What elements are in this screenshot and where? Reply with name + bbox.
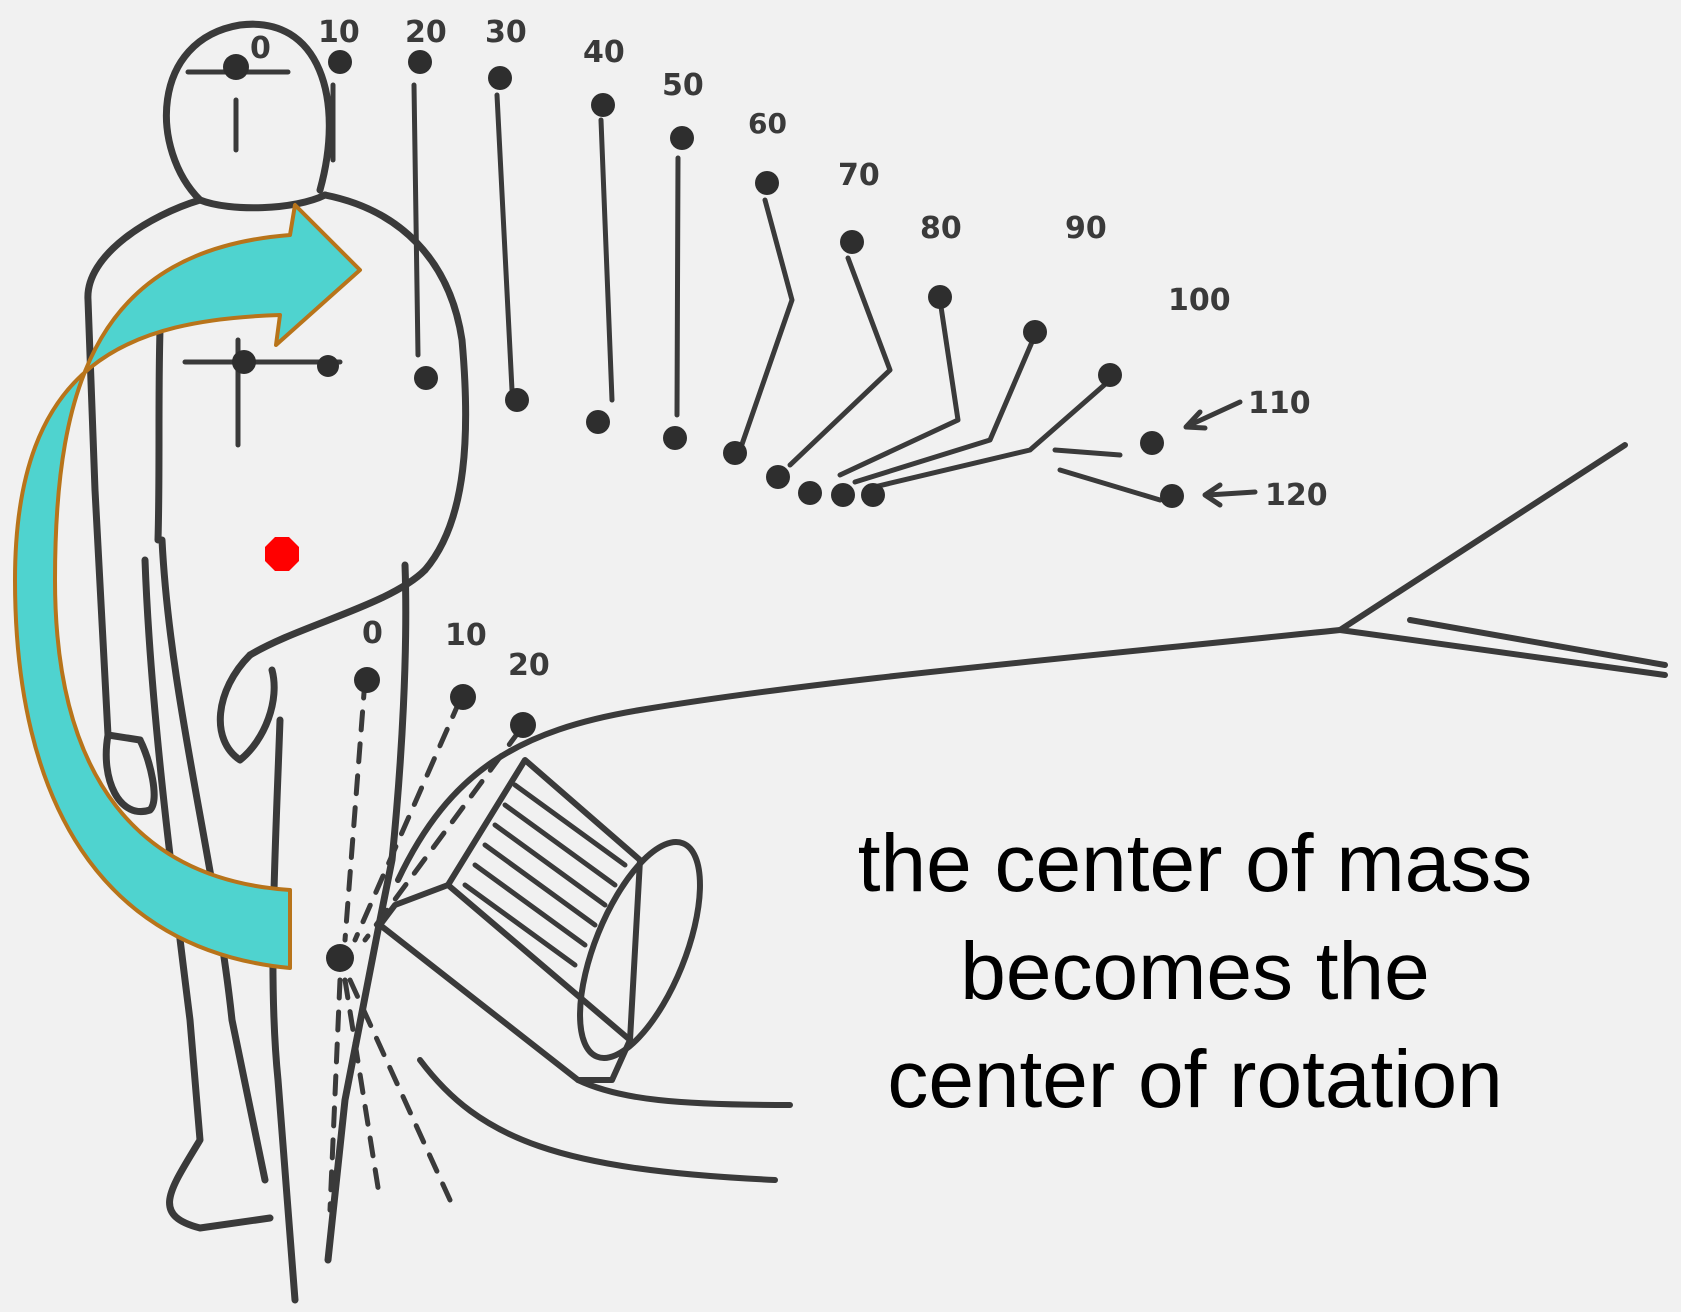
upper-body-trajectory: 0 10 20 30 40 50 60 70 80 90 100 110 120	[223, 15, 1328, 513]
upper-dot-0	[223, 54, 249, 80]
upper-dot-90	[1023, 320, 1047, 344]
upper-dot-120	[1160, 484, 1184, 508]
lower-dot-10	[450, 684, 476, 710]
upper-dot-80	[928, 285, 952, 309]
mid-dot-20	[414, 366, 438, 390]
caption-line-1: the center of mass	[730, 810, 1660, 918]
mid-dot-90	[831, 483, 855, 507]
pedestrian-neck	[200, 195, 325, 208]
upper-dot-30	[488, 66, 512, 90]
rotation-arrow	[15, 205, 360, 968]
upper-dot-60	[755, 171, 779, 195]
vehicle-windshield-line	[1340, 445, 1625, 630]
lower-label-0: 0	[362, 616, 383, 651]
lower-dot-20	[510, 712, 536, 738]
mid-dot-10	[317, 355, 339, 377]
upper-label-70: 70	[838, 158, 880, 193]
upper-dot-20	[408, 50, 432, 74]
lower-track-labels: 0 10 20	[362, 616, 550, 683]
vehicle-headlight	[555, 827, 725, 1074]
upper-dot-50	[670, 126, 694, 150]
upper-dot-100	[1098, 363, 1122, 387]
upper-label-110: 110	[1248, 386, 1311, 421]
upper-dot-70	[840, 230, 864, 254]
caption-line-3: center of rotation	[730, 1026, 1660, 1134]
chest-crosshair	[185, 340, 340, 445]
upper-label-120: 120	[1265, 478, 1328, 513]
mid-dot-60	[723, 441, 747, 465]
upper-label-100: 100	[1168, 283, 1231, 318]
upper-label-90: 90	[1065, 211, 1107, 246]
pedestrian-right-hand	[220, 655, 274, 760]
upper-label-50: 50	[662, 68, 704, 103]
caption: the center of mass becomes the center of…	[730, 810, 1660, 1134]
caption-line-2: becomes the	[730, 918, 1660, 1026]
lower-label-20: 20	[508, 648, 550, 683]
upper-label-80: 80	[920, 211, 962, 246]
pedestrian-torso-inner	[158, 330, 160, 540]
mid-dot-80	[798, 481, 822, 505]
upper-dot-40	[591, 93, 615, 117]
upper-dot-10	[328, 50, 352, 74]
mid-dot-40	[586, 410, 610, 434]
pedestrian-head	[166, 24, 329, 200]
upper-label-20: 20	[405, 15, 447, 50]
pedestrian-right-shoulder	[325, 195, 466, 570]
upper-trajectory-lines	[333, 85, 1160, 500]
pedestrian-right-forearm	[250, 570, 425, 655]
mid-dot-30	[505, 388, 529, 412]
lower-body-trajectory: 0 10 20	[326, 616, 550, 1210]
mid-dot-100	[861, 483, 885, 507]
center-of-mass-marker	[265, 537, 299, 571]
vehicle-grille-slats	[465, 785, 625, 965]
upper-label-30: 30	[485, 15, 527, 50]
upper-trajectory-arrows	[1186, 402, 1255, 505]
upper-label-0: 0	[250, 31, 271, 66]
head-crosshair	[188, 72, 288, 150]
upper-label-10: 10	[318, 15, 360, 50]
mid-dot-70	[766, 465, 790, 489]
upper-dot-110	[1140, 431, 1164, 455]
lower-dot-0	[354, 667, 380, 693]
mid-dot-0	[232, 350, 256, 374]
upper-label-40: 40	[583, 35, 625, 70]
mid-dot-50	[663, 426, 687, 450]
pedestrian-crotch	[273, 720, 295, 1300]
knee-dot	[326, 944, 354, 972]
upper-label-60: 60	[748, 107, 787, 140]
lower-label-10: 10	[445, 618, 487, 653]
